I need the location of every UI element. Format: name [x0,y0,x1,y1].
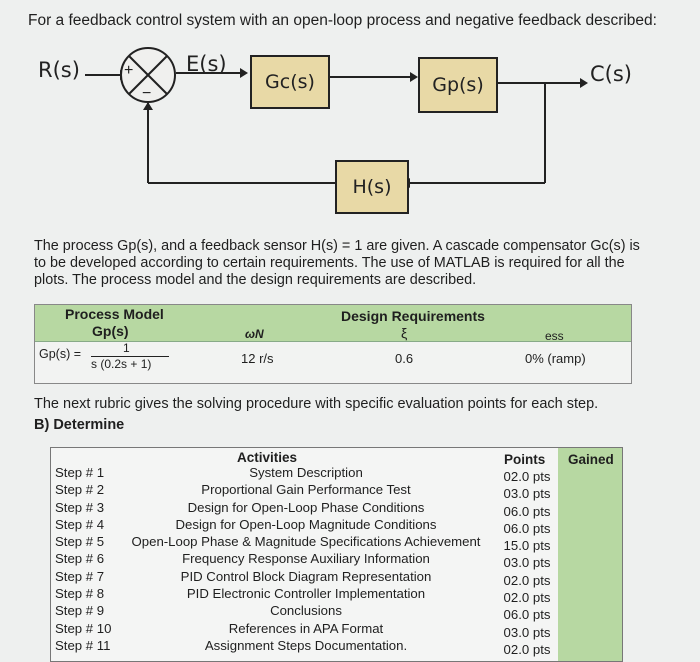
points-value: 03.0 pts [503,624,551,640]
activity-label: PID Electronic Controller Implementation [186,586,426,602]
steps-table: Activities Step # 1 Step # 2 Step # 3 St… [50,447,623,662]
intro-text: For a feedback control system with an op… [28,12,657,29]
activity-label: Design for Open-Loop Phase Conditions [187,499,425,515]
process-model-label: Process Model [65,306,164,322]
points-value: 06.0 pts [503,607,551,623]
gp-header-label: Gp(s) [92,323,129,339]
sensor-block: H(s) [335,160,409,214]
design-requirements-label: Design Requirements [341,308,485,324]
points-column: Points 02.0 pts 03.0 pts 06.0 pts 06.0 p… [496,447,559,662]
step-label: Step # 3 [55,499,105,515]
ess-label: ess [545,329,564,343]
gp-numerator: 1 [123,341,130,355]
controller-block: Gc(s) [250,55,330,109]
gp-lhs: Gp(s) = [39,347,82,361]
points-value: 06.0 pts [503,520,551,536]
step-label: Step # 8 [55,586,105,602]
fraction-bar [91,356,169,357]
activity-label: Frequency Response Auxiliary Information [182,551,430,567]
activities-header: Activities [237,450,298,465]
activity-label: Conclusions [270,603,342,619]
points-values: 02.0 pts 03.0 pts 06.0 pts 06.0 pts 15.0… [500,468,554,658]
input-signal-label: R(s) [38,58,80,82]
gained-column: Gained [558,447,623,662]
activities-column: Activities Step # 1 Step # 2 Step # 3 St… [50,447,498,662]
zeta-value: 0.6 [395,351,414,366]
ess-value: 0% (ramp) [525,351,586,366]
determine-label: B) Determine [34,417,125,433]
points-value: 02.0 pts [503,469,551,484]
points-value: 02.0 pts [503,641,551,657]
process-block: Gp(s) [418,57,498,113]
step-label: Step # 11 [55,637,111,653]
spec-table-header [35,305,631,342]
activity-label: Assignment Steps Documentation. [204,637,408,653]
step-label: Step # 2 [55,482,105,498]
output-signal-label: C(s) [590,62,632,86]
plus-sign: + [124,62,134,79]
zeta-symbol: ξ [401,325,408,341]
activity-label: Design for Open-Loop Magnitude Condition… [175,516,437,532]
description-paragraph: The process Gp(s), and a feedback sensor… [34,238,640,288]
points-value: 03.0 pts [503,555,551,571]
spec-table: Process Model Gp(s) Design Requirements … [34,304,632,384]
activity-label: References in APA Format [228,620,384,636]
points-value: 15.0 pts [503,538,551,554]
step-label: Step # 6 [55,551,105,567]
points-value: 02.0 pts [503,572,551,588]
wn-symbol: ωN [245,327,264,341]
summing-junction [120,47,176,103]
activity-labels: System Description Proportional Gain Per… [121,464,491,654]
minus-sign: − [142,85,152,102]
step-label: Step # 5 [55,534,105,550]
step-label: Step # 9 [55,603,105,619]
step-labels: Step # 1 Step # 2 Step # 3 Step # 4 Step… [55,464,111,654]
step-label: Step # 10 [55,620,112,636]
points-header: Points [504,452,546,467]
rubric-note: The next rubric gives the solving proced… [34,396,599,412]
activity-label: Proportional Gain Performance Test [201,482,411,498]
points-value: 03.0 pts [503,486,551,502]
gp-denominator: s (0.2s + 1) [91,357,152,371]
wn-value: 12 r/s [241,351,274,366]
activity-label: PID Control Block Diagram Representation [180,568,432,584]
points-value: 02.0 pts [503,590,551,606]
step-label: Step # 7 [55,568,105,584]
activity-label: Open-Loop Phase & Magnitude Specificatio… [131,534,481,550]
step-label: Step # 1 [55,465,105,480]
step-label: Step # 4 [55,516,105,532]
activity-label: System Description [249,465,363,480]
points-value: 06.0 pts [503,503,551,519]
gained-header: Gained [568,452,614,467]
error-signal-label: E(s) [186,52,227,76]
